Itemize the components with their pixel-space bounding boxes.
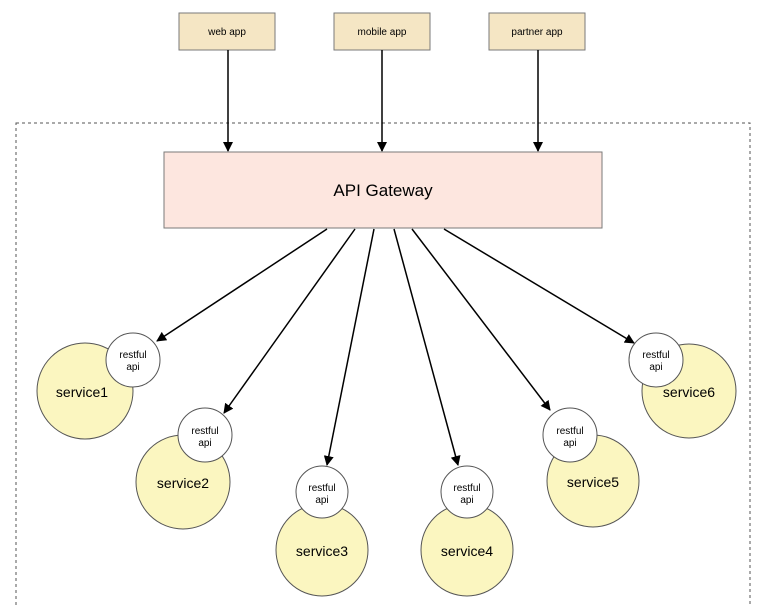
- client-label: partner app: [511, 27, 563, 38]
- service4-node: service4 restful api: [420, 465, 514, 597]
- arrow-gateway-to-service2: [223, 228, 356, 414]
- service-label: service5: [567, 474, 619, 490]
- service5-node: service5 restful api: [542, 407, 640, 528]
- api-label-line2: api: [198, 438, 211, 449]
- service-label: service2: [157, 475, 209, 491]
- client-web-app: web app: [178, 12, 276, 51]
- client-box: [333, 12, 431, 51]
- arrow-gateway-to-service4: [393, 228, 461, 466]
- restful-api-circle: [295, 465, 349, 519]
- client-box: [488, 12, 586, 51]
- restful-api-circle: [542, 407, 598, 463]
- gateway-label: API Gateway: [333, 181, 433, 200]
- api-label-line1: restful: [191, 426, 218, 437]
- api-label-line2: api: [315, 495, 328, 506]
- api-label-line2: api: [126, 362, 139, 373]
- client-partner-app: partner app: [488, 12, 586, 51]
- service3-node: service3 restful api: [275, 465, 369, 597]
- service2-node: service2 restful api: [135, 407, 233, 530]
- restful-api-circle: [177, 407, 233, 463]
- arrow-gateway-to-service6: [443, 228, 635, 344]
- system-boundary: [15, 122, 751, 606]
- api-label-line2: api: [649, 362, 662, 373]
- service-label: service4: [441, 543, 493, 559]
- service-label: service1: [56, 384, 108, 400]
- api-gateway: API Gateway: [163, 151, 603, 229]
- restful-api-circle: [440, 465, 494, 519]
- arrow-gateway-to-service3: [323, 228, 375, 466]
- service-label: service3: [296, 543, 348, 559]
- api-label-line1: restful: [556, 426, 583, 437]
- api-label-line2: api: [460, 495, 473, 506]
- client-mobile-app: mobile app: [333, 12, 431, 51]
- api-label-line1: restful: [453, 483, 480, 494]
- arrow-gateway-to-service1: [156, 228, 328, 342]
- restful-api-circle: [628, 332, 684, 388]
- restful-api-circle: [105, 332, 161, 388]
- client-label: web app: [207, 27, 246, 38]
- api-label-line1: restful: [308, 483, 335, 494]
- service6-node: service6 restful api: [628, 332, 737, 439]
- api-label-line1: restful: [119, 350, 146, 361]
- service1-node: service1 restful api: [36, 332, 161, 440]
- client-box: [178, 12, 276, 51]
- client-label: mobile app: [358, 27, 407, 38]
- service-label: service6: [663, 384, 715, 400]
- arrow-gateway-to-service5: [411, 228, 551, 411]
- api-label-line2: api: [563, 438, 576, 449]
- api-label-line1: restful: [642, 350, 669, 361]
- gateway-box: [163, 151, 603, 229]
